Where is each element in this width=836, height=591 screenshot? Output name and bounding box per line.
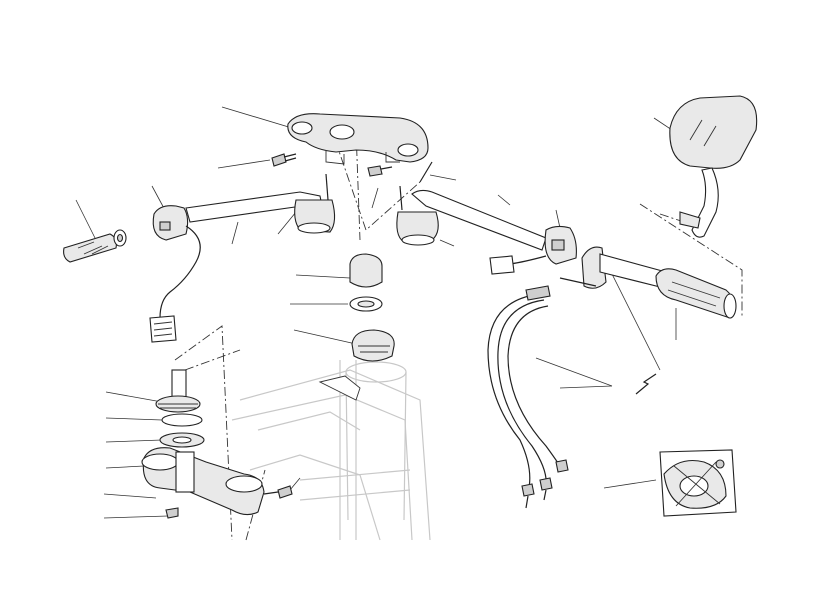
right-grip [559,246,737,319]
motorcycle-frame [231,360,431,541]
top-clamp-bolt [271,153,433,183]
steering-stack [349,253,395,362]
right-switch [489,225,577,275]
left-handlebar [185,173,336,234]
mirror [669,95,758,238]
throttle-detail [659,449,737,517]
lower-triple-clamp [141,447,293,519]
throttle-cables [487,285,569,509]
left-grip [63,229,127,263]
cable-break-mark [635,373,657,395]
right-handlebar [396,185,547,251]
left-switch [149,205,201,343]
assembly-lines [174,124,743,541]
upper-triple-clamp [287,113,429,165]
lower-bearing [155,369,205,448]
